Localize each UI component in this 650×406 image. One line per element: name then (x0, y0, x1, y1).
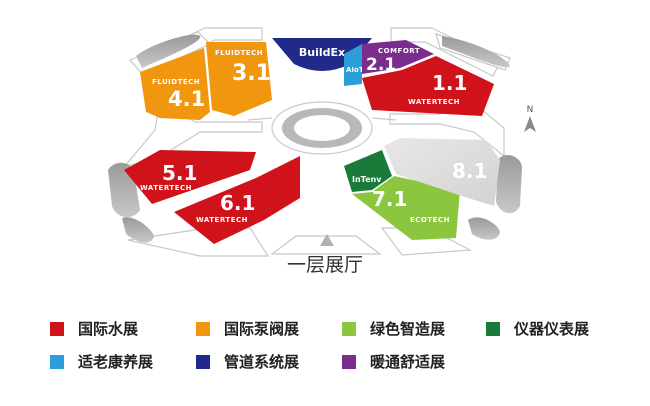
aiot-label: AIoT (346, 66, 364, 74)
hall-7-1-brand: ECOTECH (410, 216, 450, 224)
side-roads (108, 34, 522, 243)
hall-2-1-number: 2.1 (366, 55, 396, 75)
hall-4-1-brand: FLUIDTECH (152, 78, 200, 86)
floor-label: 一层展厅 (286, 254, 363, 276)
road-bottom-left (122, 217, 154, 243)
hall-8-1-number: 8.1 (452, 159, 487, 183)
hall-4-1[interactable]: FLUIDTECH 4.1 (140, 48, 210, 120)
hall-6-1-number: 6.1 (220, 191, 255, 215)
legend-swatch-light-green (342, 321, 356, 336)
legend-swatch-red (50, 321, 64, 336)
legend-item-instruments: 仪器仪表展 (486, 318, 589, 339)
legend-swatch-sky-blue (50, 354, 64, 369)
legend-item-hvac: 暖通舒适展 (342, 351, 445, 372)
hall-3-1[interactable]: FLUIDTECH 3.1 (206, 42, 272, 116)
road-top-right (442, 36, 510, 68)
hall-4-1-number: 4.1 (168, 87, 205, 111)
north-label: N (527, 105, 534, 115)
road-bottom-right (468, 217, 500, 240)
hall-5-1-number: 5.1 (162, 161, 197, 185)
roundabout (247, 101, 397, 155)
hall-aiot[interactable]: AIoT (344, 44, 364, 86)
road-top-left (136, 34, 201, 68)
hall-1-1[interactable]: WATERTECH 1.1 (362, 56, 494, 116)
hall-2-1-brand: COMFORT (378, 47, 420, 55)
road-right (496, 154, 522, 214)
hall-1-1-brand: WATERTECH (408, 98, 460, 106)
hall-3-1-brand: FLUIDTECH (215, 49, 263, 57)
legend-label: 适老康养展 (78, 353, 154, 371)
hall-5-1[interactable]: 5.1 WATERTECH (124, 150, 256, 204)
hall-8-1[interactable]: 8.1 (384, 138, 500, 206)
legend-label: 绿色智造展 (370, 320, 446, 338)
legend-item-elderly-care: 适老康养展 (50, 351, 153, 372)
buildex-label: BuildEx (299, 46, 345, 59)
hall-6-1-brand: WATERTECH (196, 216, 248, 224)
legend-item-piping: 管道系统展 (196, 351, 299, 372)
legend-label: 暖通舒适展 (370, 353, 446, 371)
hall-5-1-brand: WATERTECH (140, 184, 192, 192)
entrance-triangle-icon (320, 234, 334, 246)
hall-6-1[interactable]: WATERTECH 6.1 (174, 156, 300, 244)
legend-swatch-orange (196, 321, 210, 336)
legend-swatch-navy (196, 354, 210, 369)
hall-2-1[interactable]: COMFORT 2.1 (362, 40, 434, 75)
hall-1-1-number: 1.1 (432, 71, 467, 95)
legend-label: 国际泵阀展 (224, 320, 300, 338)
legend-label: 仪器仪表展 (514, 320, 590, 338)
legend-label: 国际水展 (78, 320, 139, 338)
hall-7-1-number: 7.1 (372, 187, 407, 211)
legend-swatch-dark-green (486, 321, 500, 336)
intenv-label: InTenv (352, 175, 382, 184)
north-arrow-icon (524, 116, 536, 132)
hall-intenv[interactable]: InTenv (344, 150, 392, 192)
legend-item-green-mfg: 绿色智造展 (342, 318, 445, 339)
legend-item-pump-valve: 国际泵阀展 (196, 318, 299, 339)
legend-label: 管道系统展 (224, 353, 300, 371)
hall-3-1-number: 3.1 (232, 61, 271, 86)
north-arrow: N (524, 105, 536, 132)
hall-7-1[interactable]: 7.1 ECOTECH (352, 176, 460, 240)
legend-item-water: 国际水展 (50, 318, 138, 339)
legend-swatch-purple (342, 354, 356, 369)
